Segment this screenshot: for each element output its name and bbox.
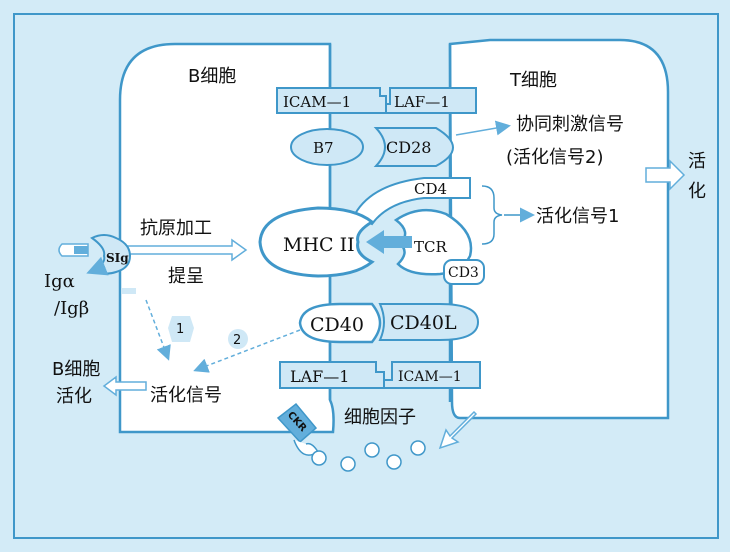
b-activation-label-2: 活化: [56, 386, 92, 407]
b7-molecule: [290, 128, 364, 166]
cytokine-dot: [364, 442, 380, 458]
cytokine-dot: [410, 440, 426, 456]
icam1-top-molecule: [276, 87, 387, 114]
marker-2-shape: [228, 329, 248, 349]
cytokine-dot: [386, 454, 402, 470]
activation-right-arrow: [645, 159, 686, 191]
cd40l-molecule: [378, 303, 480, 341]
laf1-top-molecule: [385, 87, 477, 114]
activation-right-label-1: 活: [688, 151, 706, 172]
sig-label: SIg: [106, 251, 129, 265]
antigen-binding-arrow: [366, 230, 412, 254]
b-activation-arrow: [102, 375, 147, 397]
b-cell-title: B细胞: [188, 66, 236, 87]
ckr-receptor: [276, 402, 318, 444]
ig-beta-label: /Igβ: [54, 298, 89, 319]
cytokine-release-arrow: [438, 410, 478, 450]
ig-alpha-label: Igα: [44, 271, 75, 292]
cytokines-label: 细胞因子: [344, 407, 416, 428]
b7-label: B7: [313, 139, 334, 157]
laf1-bottom-molecule: [279, 361, 385, 389]
activation-signal-1-label: 活化信号1: [536, 206, 619, 227]
tcr-label: TCR: [414, 238, 447, 256]
mhc2-label: MHC II: [283, 234, 355, 256]
marker-1-shape: [168, 316, 194, 342]
ig-left-arrow: [86, 256, 109, 276]
icam1-top-label: ICAM—1: [283, 93, 351, 111]
cd40l-label: CD40L: [390, 312, 457, 334]
cd28-label: CD28: [386, 138, 431, 157]
cd28-molecule: [373, 127, 454, 167]
t-cell-body: [448, 38, 670, 420]
t-cell-title: T细胞: [509, 70, 557, 91]
laf1-bottom-label: LAF—1: [290, 367, 349, 386]
ig-signal-dash: [122, 288, 136, 294]
marker-2-label: 2: [233, 333, 241, 348]
cd3-molecule: [443, 259, 485, 285]
presentation-label: 提呈: [168, 266, 204, 287]
activation-signal-label: 活化信号: [150, 385, 222, 406]
sig-receptor: [90, 234, 132, 275]
cd4-label: CD4: [414, 180, 447, 198]
costim-signal-2-label: (活化信号2): [506, 147, 604, 168]
b-activation-label-1: B细胞: [52, 359, 100, 380]
pathway-2-dashed: [193, 329, 301, 373]
cd3-label: CD3: [448, 265, 479, 281]
laf1-top-label: LAF—1: [394, 93, 450, 111]
cd40-molecule: [298, 302, 382, 344]
costim-arrow: [455, 120, 511, 136]
antigen-processing-label: 抗原加工: [140, 218, 212, 239]
icam1-bottom-molecule: [383, 361, 481, 389]
marker-1-label: 1: [176, 322, 184, 337]
activation-brace: [481, 185, 503, 245]
pathway-1-dashed: [145, 299, 171, 361]
icam1-bottom-label: ICAM—1: [398, 369, 462, 385]
cd4-molecule: [353, 177, 471, 226]
costim-signal-label: 协同刺激信号: [516, 114, 624, 135]
cytokine-dot: [311, 450, 327, 466]
antigen-pill-core: [74, 246, 88, 254]
activation-right-label-2: 化: [688, 181, 706, 202]
mhc2-molecule: [258, 206, 375, 278]
cytokine-dot: [340, 456, 356, 472]
antigen-processing-arrow: [117, 238, 248, 262]
cd40-label: CD40: [310, 314, 364, 336]
